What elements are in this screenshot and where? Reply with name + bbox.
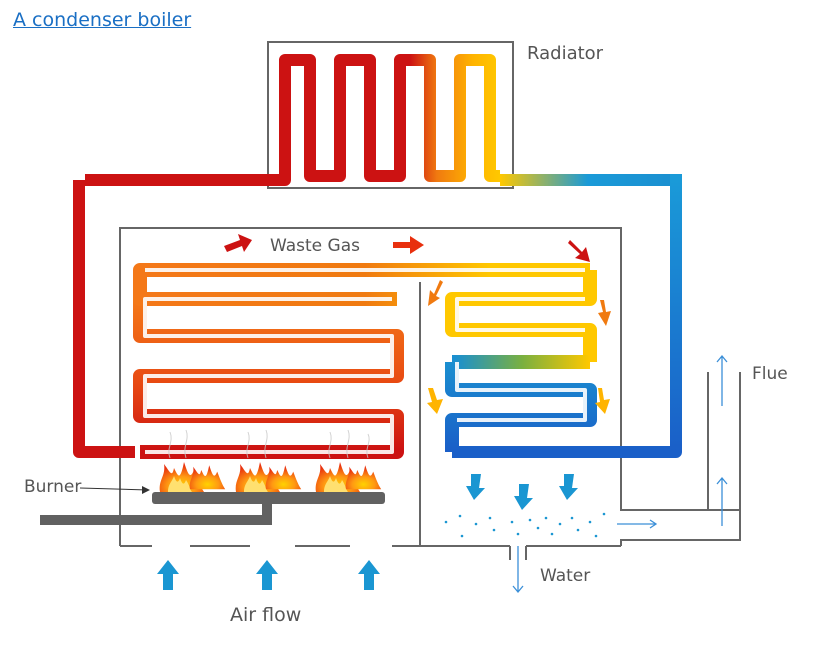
- gas-flow-arrow-icon: [466, 474, 485, 500]
- gas-flow-arrow-icon: [428, 280, 443, 306]
- gas-flow-arrow-icon: [514, 484, 533, 510]
- gas-flow-arrow-icon: [224, 234, 252, 252]
- burner-label: Burner: [24, 477, 82, 497]
- air-arrow-icon: [358, 560, 380, 590]
- radiator-label: Radiator: [527, 43, 604, 64]
- waste-gas-label: Waste Gas: [270, 236, 360, 256]
- gas-pipe: [40, 515, 268, 525]
- gas-flow-arrow-icon: [568, 240, 590, 262]
- flame-icon: [345, 465, 382, 490]
- air-arrow-icon: [157, 560, 179, 590]
- gas-flow-arrow-icon: [598, 300, 611, 326]
- air-arrow-icon: [256, 560, 278, 590]
- water-droplet-icon: [444, 512, 606, 538]
- flue-label: Flue: [752, 364, 788, 384]
- page-title[interactable]: A condenser boiler: [13, 9, 192, 31]
- gas-flow-arrow-icon: [427, 388, 443, 414]
- burner-assembly: [40, 486, 385, 525]
- flame-icon: [189, 465, 226, 490]
- radiator-coil: [73, 54, 682, 458]
- condensation: [444, 474, 606, 538]
- gas-pipe-riser: [262, 502, 272, 525]
- coil-highlights: [143, 268, 587, 454]
- burner-flames: [159, 429, 382, 492]
- air-flow-label: Air flow: [230, 604, 302, 626]
- thin-flow-arrows: [512, 354, 728, 594]
- gas-flow-arrow-icon: [595, 388, 610, 414]
- waste-gas-arrows: [224, 234, 611, 414]
- gas-flow-arrow-icon: [559, 474, 578, 500]
- gas-flow-arrow-icon: [393, 236, 424, 254]
- air-flow-arrows: [157, 560, 380, 590]
- flame-icon: [265, 465, 302, 490]
- burner-plate: [152, 492, 385, 504]
- water-label: Water: [540, 566, 591, 586]
- boiler-casing: [119, 41, 741, 560]
